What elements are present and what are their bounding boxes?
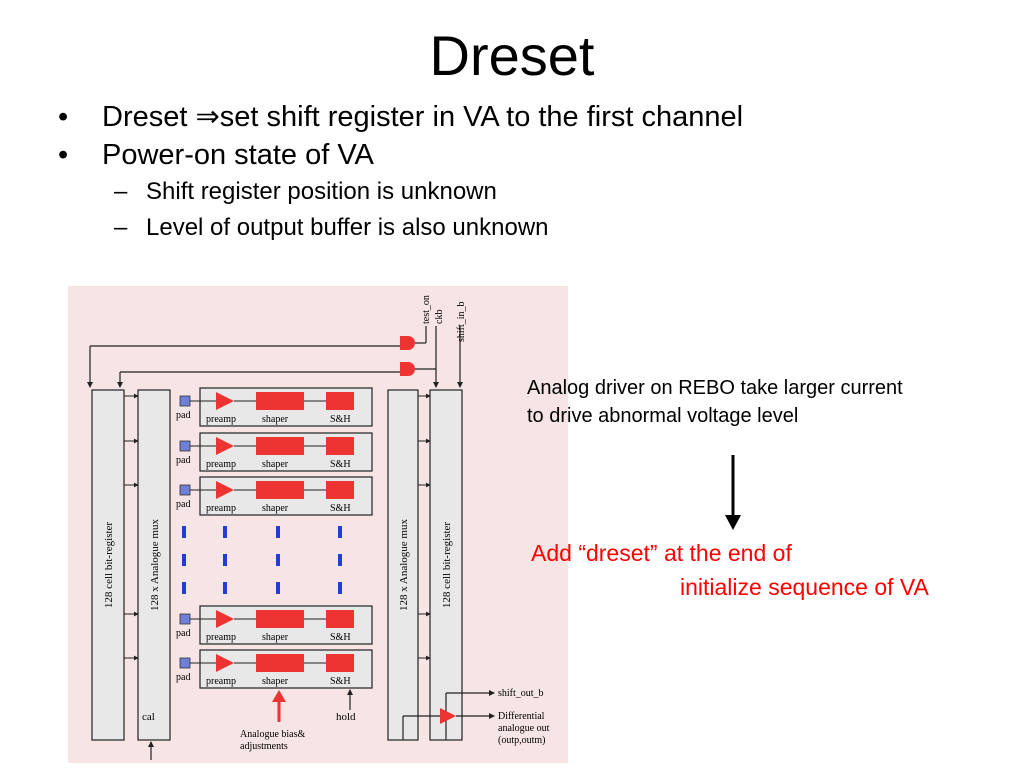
preamp-icon [216,654,234,672]
pad-icon [179,613,191,625]
channel-row: pad preamp shaper S&H [124,476,431,516]
sub-bullet-item: Level of output buffer is also unknown [58,210,743,246]
shaper-label: shaper [262,459,289,470]
shaper-block [256,392,304,410]
pad-icon [179,440,191,452]
sh-block [326,610,354,628]
sub-bullet-item: Shift register position is unknown [58,174,743,210]
sh-label: S&H [330,676,351,687]
preamp-icon [216,481,234,499]
va-chip-diagram: test_on ckb shift_in_b 128 cell bit-regi… [68,286,568,763]
shaper-label: shaper [262,414,289,425]
bias-label-2: adjustments [240,741,288,752]
continuation-dots [182,526,342,594]
left-bit-register [91,389,125,741]
pad-icon [179,395,191,407]
differential-label-3: (outp,outm) [498,735,546,746]
and-gate-icon [400,336,415,350]
sh-label: S&H [330,459,351,470]
note-line: Analog driver on REBO take larger curren… [527,377,903,399]
sh-block [326,392,354,410]
preamp-label: preamp [206,632,236,643]
preamp-icon [216,610,234,628]
annotation-note: Analog driver on REBO take larger curren… [527,374,903,430]
pad-label: pad [176,499,190,510]
right-mux-label: 128 x Analogue mux [398,519,410,611]
pad-label: pad [176,672,190,683]
bullet-item: Power-on state of VA [58,136,743,174]
channel-row: pad preamp shaper S&H [124,387,431,427]
right-register-label: 128 cell bit-register [441,522,453,608]
preamp-label: preamp [206,414,236,425]
shift-in-b-label: shift_in_b [456,301,467,342]
shaper-label: shaper [262,503,289,514]
cal-label: cal [142,711,155,723]
shaper-block [256,481,304,499]
sh-label: S&H [330,632,351,643]
pad-label: pad [176,410,190,421]
shaper-label: shaper [262,676,289,687]
channel-row: pad preamp shaper S&H [124,605,431,645]
left-analogue-mux [137,389,171,741]
right-analogue-mux [387,389,419,741]
output-buffer-icon [440,708,456,724]
differential-label: Differential [498,711,545,722]
sh-block [326,437,354,455]
preamp-label: preamp [206,459,236,470]
bullet-item: Dreset ⇒set shift register in VA to the … [58,98,743,136]
pad-icon [179,484,191,496]
sh-label: S&H [330,503,351,514]
preamp-icon [216,392,234,410]
left-register-label: 128 cell bit-register [103,522,115,608]
preamp-label: preamp [206,676,236,687]
channel-row: pad preamp shaper S&H [124,432,431,472]
bias-label: Analogue bias& [240,729,305,740]
preamp-icon [216,437,234,455]
sh-label: S&H [330,414,351,425]
hold-label: hold [336,711,356,723]
bullet-list: Dreset ⇒set shift register in VA to the … [58,98,743,246]
shift-out-b-label: shift_out_b [498,688,544,699]
pad-label: pad [176,455,190,466]
shaper-block [256,654,304,672]
action-line: initialize sequence of VA [680,574,929,600]
shaper-block [256,610,304,628]
preamp-label: preamp [206,503,236,514]
test-on-label: test_on [421,295,432,324]
differential-label-2: analogue out [498,723,550,734]
ckb-label: ckb [434,310,445,324]
shaper-label: shaper [262,632,289,643]
slide-title: Dreset [429,24,595,87]
sh-block [326,654,354,672]
sh-block [326,481,354,499]
pad-icon [179,657,191,669]
shaper-block [256,437,304,455]
note-line: to drive abnormal voltage level [527,405,799,427]
left-mux-label: 128 x Analogue mux [149,519,161,611]
down-arrow-icon [725,455,741,530]
action-line: Add “dreset” at the end of [531,540,792,566]
pad-label: pad [176,628,190,639]
and-gate-icon [400,362,415,376]
channel-row: pad preamp shaper S&H [124,649,431,689]
